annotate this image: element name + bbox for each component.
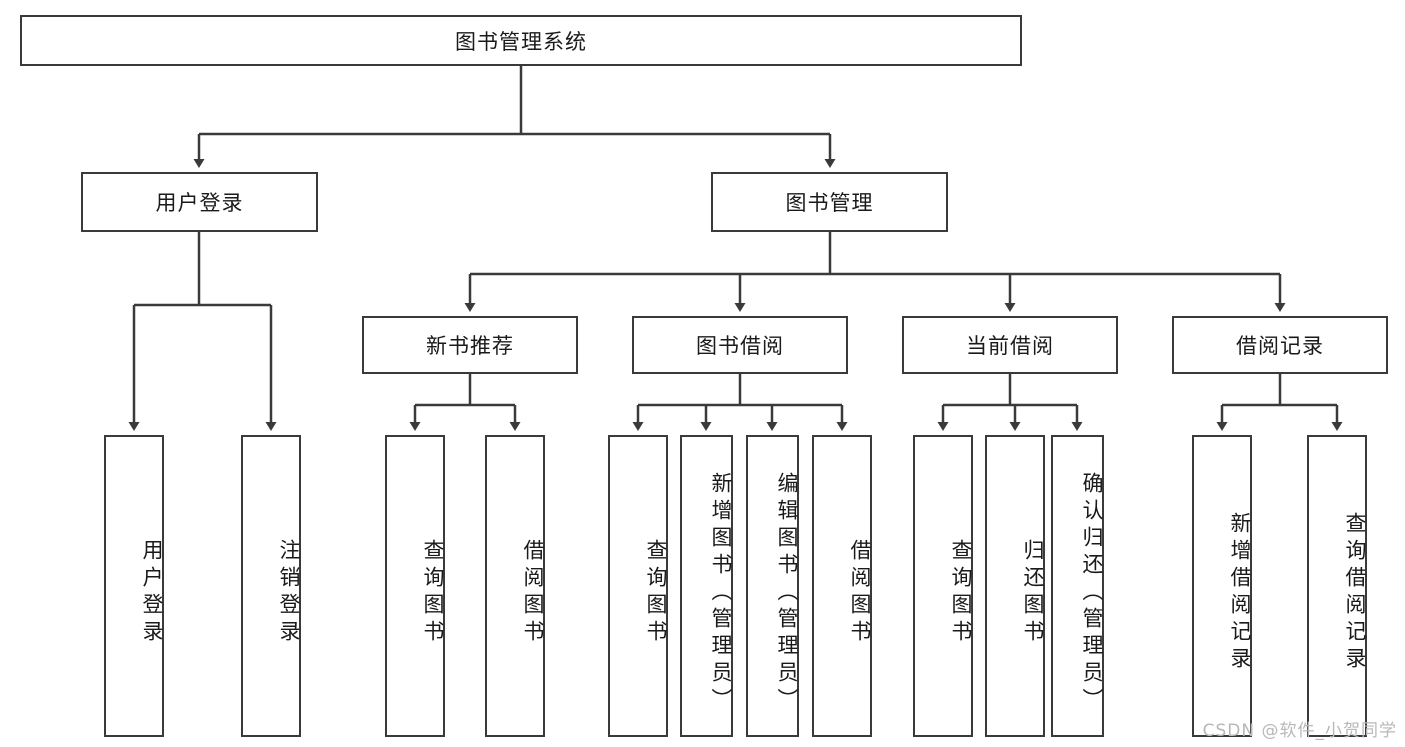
node-user-login-label: 用户登录 — [155, 191, 244, 215]
node-leaf-borrow-book-2-label: 借阅图书 — [848, 539, 872, 647]
node-book-borrow-label: 图书借阅 — [696, 334, 784, 358]
node-leaf-confirm-return[interactable]: 确认归还（管理员） — [1051, 435, 1104, 737]
node-new-book-rec-label: 新书推荐 — [426, 334, 514, 358]
node-book-borrow[interactable]: 图书借阅 — [632, 316, 848, 374]
node-leaf-query-record[interactable]: 查询借阅记录 — [1307, 435, 1367, 737]
node-root[interactable]: 图书管理系统 — [20, 15, 1022, 66]
node-leaf-borrow-book-1-label: 借阅图书 — [521, 539, 545, 647]
node-leaf-edit-book[interactable]: 编辑图书（管理员） — [746, 435, 799, 737]
node-leaf-user-login[interactable]: 用户登录 — [104, 435, 164, 737]
node-leaf-add-record-label: 新增借阅记录 — [1228, 512, 1252, 674]
node-leaf-query-record-label: 查询借阅记录 — [1343, 512, 1367, 674]
node-leaf-query-book-3-label: 查询图书 — [949, 539, 973, 647]
node-user-login[interactable]: 用户登录 — [81, 172, 318, 232]
node-leaf-query-book-2-label: 查询图书 — [644, 539, 668, 647]
node-current-borrow-label: 当前借阅 — [966, 334, 1054, 358]
node-leaf-add-book-label: 新增图书（管理员） — [709, 471, 733, 715]
node-borrow-record-label: 借阅记录 — [1236, 334, 1324, 358]
node-leaf-add-record[interactable]: 新增借阅记录 — [1192, 435, 1252, 737]
node-leaf-add-book[interactable]: 新增图书（管理员） — [680, 435, 733, 737]
node-leaf-borrow-book-2[interactable]: 借阅图书 — [812, 435, 872, 737]
node-leaf-query-book-2[interactable]: 查询图书 — [608, 435, 668, 737]
node-current-borrow[interactable]: 当前借阅 — [902, 316, 1118, 374]
node-leaf-query-book-1-label: 查询图书 — [421, 539, 445, 647]
node-leaf-edit-book-label: 编辑图书（管理员） — [775, 471, 799, 715]
node-leaf-user-login-label: 用户登录 — [140, 539, 164, 647]
node-leaf-return-book[interactable]: 归还图书 — [985, 435, 1045, 737]
node-leaf-query-book-1[interactable]: 查询图书 — [385, 435, 445, 737]
node-root-label: 图书管理系统 — [455, 29, 587, 54]
node-leaf-return-book-label: 归还图书 — [1021, 539, 1045, 647]
node-borrow-record[interactable]: 借阅记录 — [1172, 316, 1388, 374]
node-new-book-rec[interactable]: 新书推荐 — [362, 316, 578, 374]
node-book-manage[interactable]: 图书管理 — [711, 172, 948, 232]
node-leaf-logout[interactable]: 注销登录 — [241, 435, 301, 737]
node-leaf-query-book-3[interactable]: 查询图书 — [913, 435, 973, 737]
node-leaf-logout-label: 注销登录 — [277, 539, 301, 647]
node-leaf-borrow-book-1[interactable]: 借阅图书 — [485, 435, 545, 737]
node-leaf-confirm-return-label: 确认归还（管理员） — [1080, 471, 1104, 715]
node-book-manage-label: 图书管理 — [785, 191, 874, 215]
